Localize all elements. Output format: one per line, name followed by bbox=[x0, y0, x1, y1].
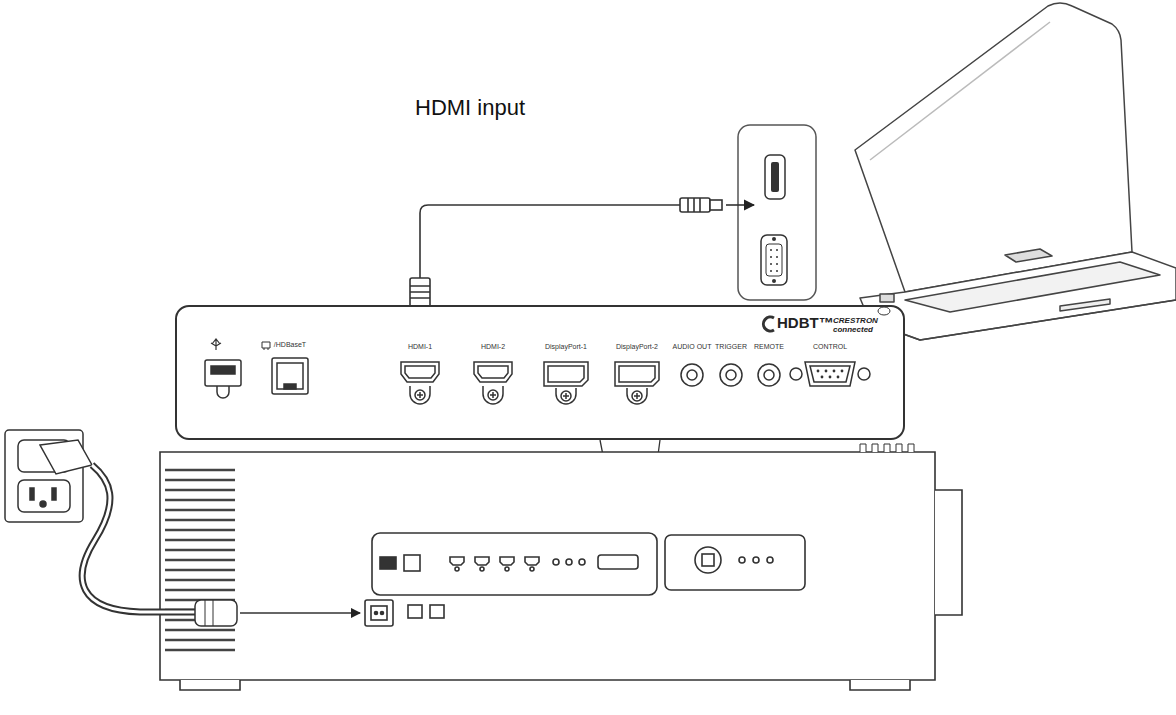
projector-illustration bbox=[160, 444, 962, 690]
cable-label: HDMI input bbox=[415, 95, 525, 121]
audio-jack: AUDIO OUT bbox=[672, 343, 712, 393]
panel-fill bbox=[175, 305, 905, 440]
port-label: AUDIO OUT bbox=[672, 343, 712, 350]
panel-ports bbox=[205, 307, 890, 404]
lan-port: /HDBaseT bbox=[258, 341, 322, 401]
port-label: DisplayPort-2 bbox=[603, 343, 671, 350]
power-cord bbox=[5, 430, 360, 626]
port-label: TRIGGER bbox=[712, 343, 750, 350]
hdmi-port: HDMI-1 bbox=[387, 343, 453, 403]
port-label: CONTROL bbox=[790, 343, 870, 350]
laptop-illustration bbox=[855, 3, 1176, 340]
port-label: /HDBaseT bbox=[258, 341, 322, 348]
connector-panel: HDBT™CRESTRON connected/HDBaseT HDMI-1 HDM… bbox=[175, 305, 905, 440]
trigger-jack: TRIGGER bbox=[712, 343, 750, 393]
port-label: HDMI-2 bbox=[460, 343, 526, 350]
hdbt-logo: HDBT™ bbox=[777, 315, 832, 332]
crestron-logo: CRESTRON connected bbox=[833, 317, 893, 335]
port-label: DisplayPort-1 bbox=[532, 343, 600, 350]
laptop-port-inset bbox=[738, 125, 816, 300]
port-label: REMOTE bbox=[750, 343, 788, 350]
displayport-port: DisplayPort-2 bbox=[603, 343, 671, 403]
displayport-port: DisplayPort-1 bbox=[532, 343, 600, 403]
control-port: CONTROL bbox=[790, 343, 870, 393]
remote-jack: REMOTE bbox=[750, 343, 788, 393]
port-label: HDMI-1 bbox=[387, 343, 453, 350]
hdmi-port: HDMI-2 bbox=[460, 343, 526, 403]
